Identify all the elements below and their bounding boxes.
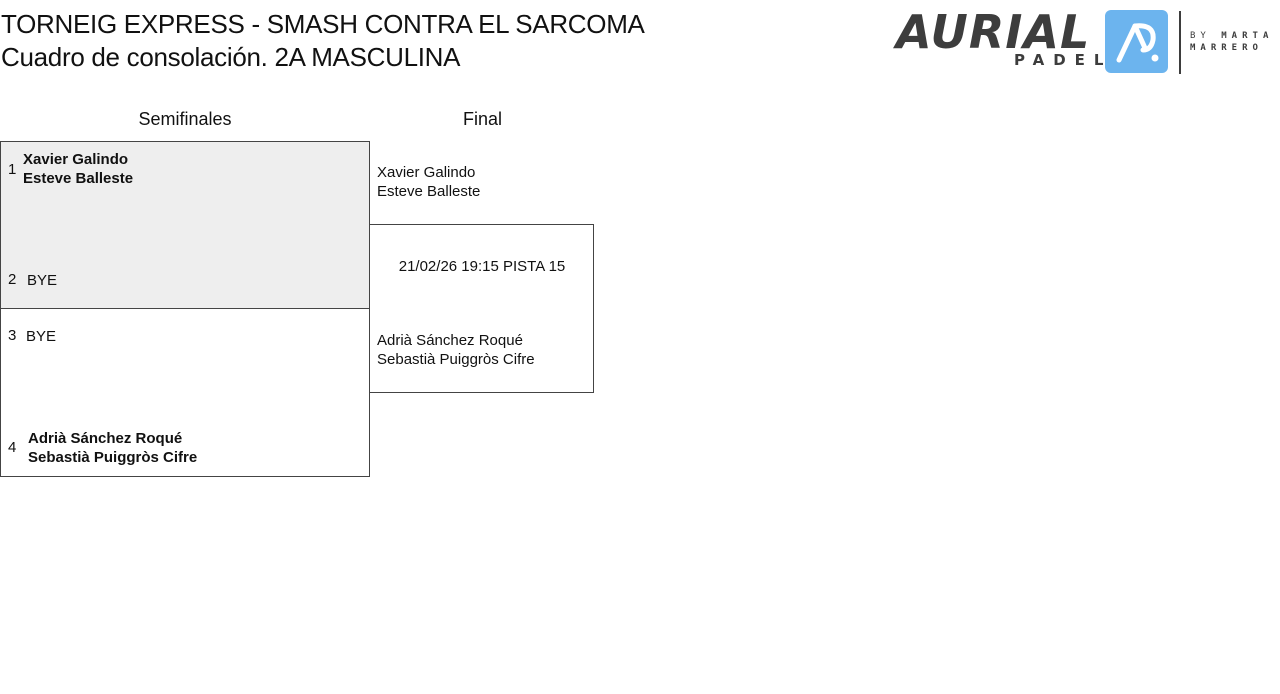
final-team-2: Adrià Sánchez Roqué Sebastià Puiggròs Ci… (377, 331, 535, 369)
round-title-semifinals: Semifinales (138, 109, 232, 129)
final-match (369, 224, 594, 393)
draw-subtitle: Cuadro de consolación. 2A MASCULINA (1, 42, 461, 72)
logo-byline: BY MARTA MARRERO (1190, 30, 1273, 54)
logo-author-last: MARRERO (1190, 43, 1263, 53)
seed-number: 2 (8, 271, 17, 288)
player-name: BYE (26, 328, 57, 345)
aurial-padel-logo: AURIAL PADEL BY MARTA MARRERO (896, 6, 1273, 74)
seed-number: 3 (8, 327, 17, 344)
final-team-1: Xavier Galindo Esteve Balleste (377, 163, 480, 201)
team-slot: Adrià Sánchez Roqué Sebastià Puiggròs Ci… (28, 429, 197, 467)
seed-number: 1 (8, 161, 17, 178)
seed-number: 4 (8, 439, 17, 456)
round-title-final: Final (462, 109, 502, 129)
player-name: Xavier Galindo (23, 151, 129, 168)
team-slot: BYE (26, 327, 56, 346)
player-name: Sebastià Puiggròs Cifre (377, 351, 535, 368)
ap-logo-icon (1105, 10, 1168, 73)
player-name: Esteve Balleste (377, 183, 481, 200)
semifinal-match-2: 3 BYE 4 Adrià Sánchez Roqué Sebastià Pui… (0, 308, 370, 477)
player-name: Adrià Sánchez Roqué (377, 332, 523, 349)
player-name: Esteve Balleste (23, 170, 134, 187)
player-name: Xavier Galindo (377, 164, 476, 181)
header: TORNEIG EXPRESS - SMASH CONTRA EL SARCOM… (1, 8, 645, 74)
tournament-title: TORNEIG EXPRESS - SMASH CONTRA EL SARCOM… (1, 9, 645, 39)
logo-brand: AURIAL (896, 5, 1091, 59)
logo-sub: PADEL (1014, 51, 1113, 69)
final-schedule: 21/02/26 19:15 PISTA 15 (398, 258, 566, 275)
team-slot: BYE (27, 271, 57, 290)
logo-divider (1179, 11, 1181, 74)
team-slot: Xavier Galindo Esteve Balleste (23, 150, 133, 188)
player-name: Sebastià Puiggròs Cifre (28, 449, 198, 466)
semifinal-match-1: 1 Xavier Galindo Esteve Balleste 2 BYE (0, 141, 370, 309)
logo-author-first: MARTA (1221, 31, 1274, 41)
player-name: BYE (27, 272, 58, 289)
logo-by: BY (1190, 31, 1211, 41)
player-name: Adrià Sánchez Roqué (28, 430, 183, 447)
